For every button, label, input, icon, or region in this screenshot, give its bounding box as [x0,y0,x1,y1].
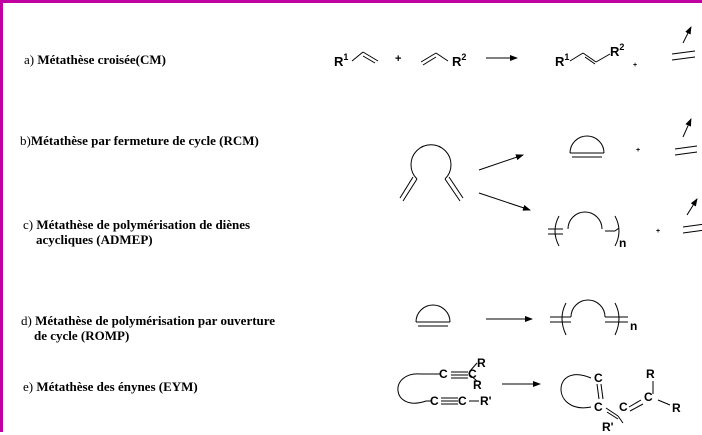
reaction-e-label: e) Métathèse des énynes (EYM) [23,379,198,394]
enyne-r-prime: R' [480,394,492,408]
r2-label: R2 [452,52,466,69]
n-c: n [619,236,626,250]
reaction-c-scheme [478,192,702,247]
product-c2: C [594,400,603,414]
reaction-e-letter: e) [23,379,34,394]
reaction-d-title-line2: de cycle (ROMP) [34,328,130,343]
cm-product [569,52,611,65]
romp-polymer [550,299,628,336]
reaction-c-arrow [478,192,531,211]
admet-polymer [548,211,620,247]
enyne-r2: R [473,378,482,392]
product-c3: C [619,400,628,414]
reaction-b-title: Métathèse par fermeture de cycle (RCM) [30,133,259,148]
product-r1-label: R1 [555,52,569,69]
plus-a2: + [633,62,637,69]
enyne-c1: C [439,367,448,381]
product-r-prime: R' [602,420,614,434]
reaction-b-arrow [478,154,524,171]
r1-alkene [351,51,379,64]
diene-product [560,374,671,424]
r2-alkene [420,52,449,66]
r1-label: R1 [334,52,348,69]
plus-b: + [636,147,640,154]
reaction-d-label: d) Métathèse de polymérisation par ouver… [21,313,275,343]
reaction-a-title: Métathèse croisée(CM) [37,52,166,67]
reaction-c-title: Métathèse de polymérisation de diènes [36,217,251,232]
reaction-a-scheme [351,26,696,66]
diene [399,144,464,202]
enyne-c4: C [458,394,467,408]
reaction-b-label: b)Métathèse par fermeture de cycle (RCM) [20,133,259,148]
enyne-r1: R [477,356,486,370]
reaction-a-label: a) Métathèse croisée(CM) [24,52,166,67]
n-d: n [630,319,637,333]
reaction-scheme: R1 + R2 R1 R2 + + n + n C C R R C C R' C… [334,26,702,434]
reaction-c-title-line2: acycliques (ADMEP) [36,232,153,247]
reaction-c-label: c) Métathèse de polymérisation de diènes… [23,217,250,247]
ethylene-a [671,26,696,61]
plus-a1: + [395,53,401,65]
product-r-top: R [646,367,655,381]
reaction-d-scheme [415,299,628,336]
reaction-b-letter: b) [20,133,31,148]
enyne-c2: C [468,367,477,381]
reaction-d-title: Métathèse de polymérisation par ouvertur… [35,313,276,328]
cycloalkene-d [415,304,451,327]
plus-c: + [656,228,660,235]
enyne-c3: C [430,394,439,408]
reaction-b-scheme [399,118,698,202]
reaction-e-scheme [397,362,671,424]
product-r2-label: R2 [610,42,624,59]
product-c1: C [594,371,603,385]
ethylene-c [682,198,702,234]
enyne [397,362,479,405]
reaction-c-letter: c) [23,217,34,232]
ethylene-b [674,118,698,156]
reaction-e-title: Métathèse des énynes (EYM) [36,379,198,394]
product-r-right: R [672,401,681,415]
reaction-a-letter: a) [24,52,35,67]
product-c4: C [644,390,653,404]
cycloalkene-b [569,135,605,158]
reaction-d-letter: d) [21,313,32,328]
